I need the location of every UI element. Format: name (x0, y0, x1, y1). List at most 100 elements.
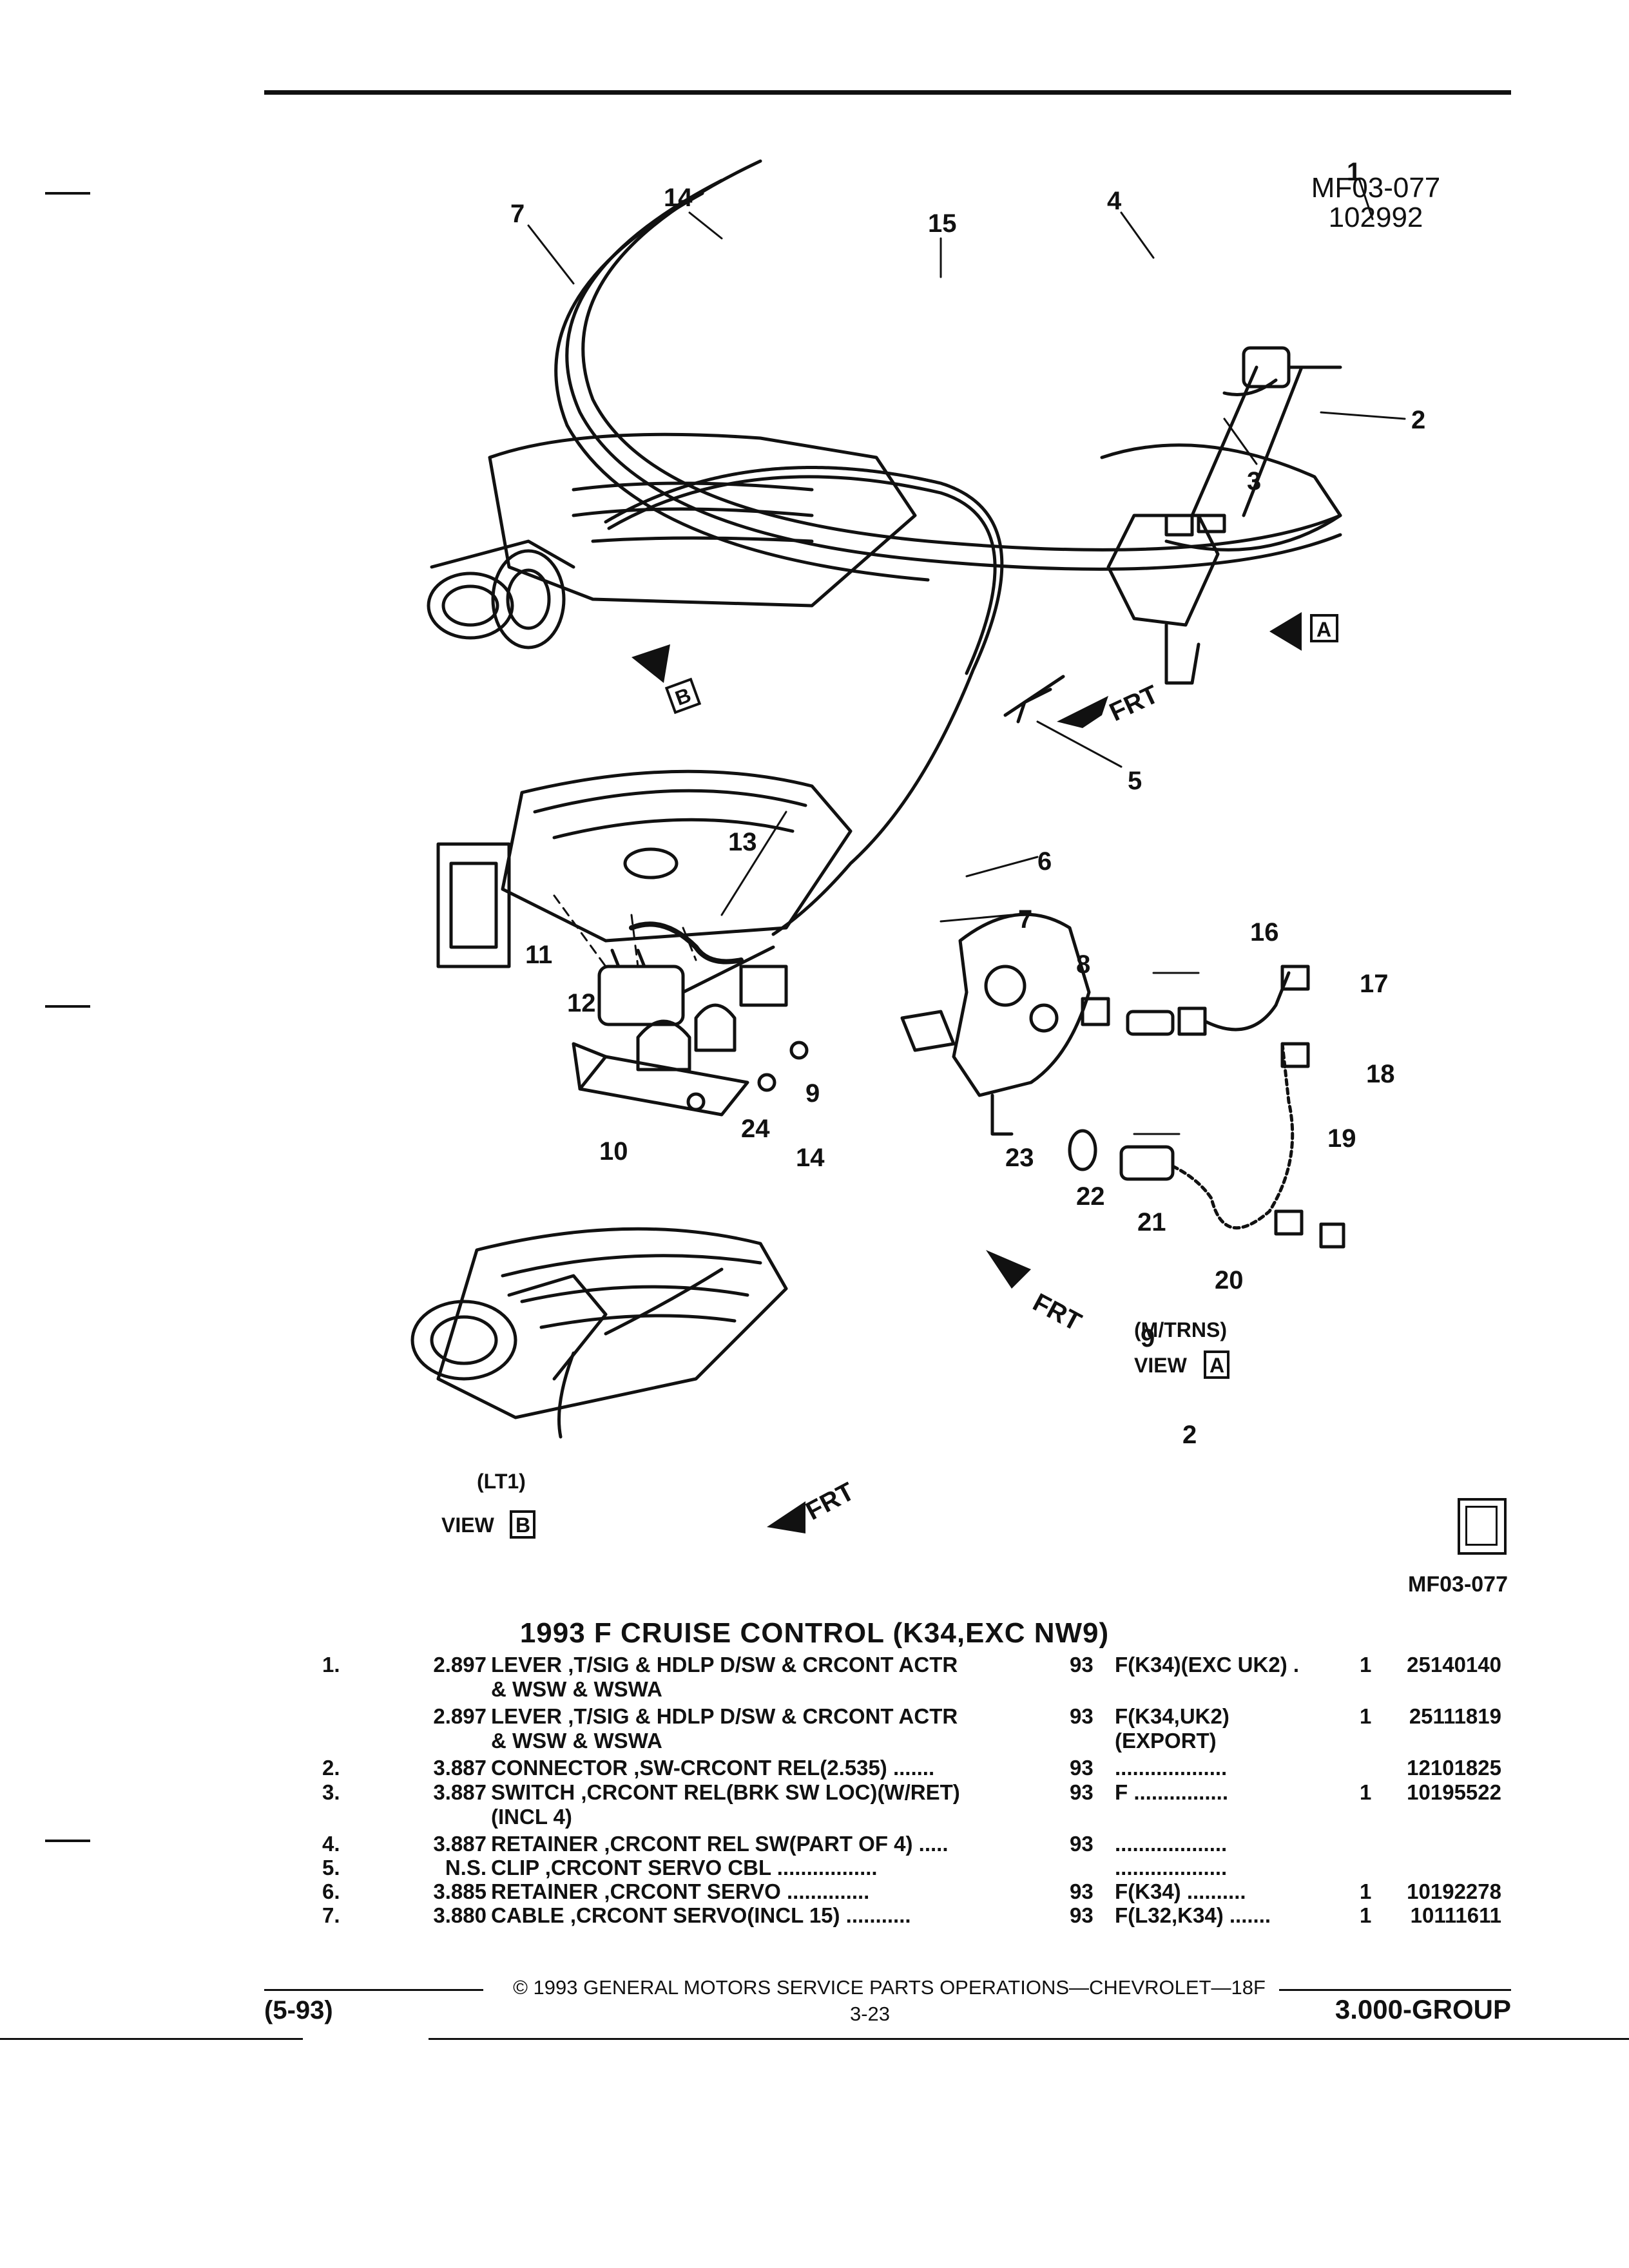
view-a-caption-letter: A (1210, 1354, 1224, 1377)
part-index: 2. (322, 1756, 340, 1780)
engine-detail (572, 507, 814, 517)
part-qty: 1 (1360, 1653, 1372, 1677)
part-group: 3.887 (433, 1832, 487, 1856)
hood-outline (565, 178, 1342, 571)
parts-diagram: FRT FRT FRT A B 1 2 3 4 5 6 7 7 8 9 10 1… (410, 158, 1425, 1539)
margin-mark (45, 1005, 90, 1008)
servo-body (597, 965, 685, 1026)
part-name: CLIP (491, 1856, 539, 1879)
servo-bracket-area (501, 769, 853, 943)
part-app-cont: (EXPORT) (1115, 1729, 1217, 1753)
leader-line (965, 856, 1039, 878)
view-b-caption-letter: B (516, 1514, 530, 1537)
part-description: LEVER ,T/SIG & HDLP D/SW & CRCONT ACTR& … (491, 1704, 1071, 1753)
part-desc: ,T/SIG & HDLP D/SW & CRCONT ACTR (562, 1653, 958, 1677)
part-group: 3.880 (433, 1903, 487, 1927)
part-year: 93 (1070, 1704, 1094, 1728)
retainer (739, 965, 788, 1007)
part-application: F(L32,K34) ....... (1115, 1903, 1271, 1927)
copyright-line: © 1993 GENERAL MOTORS SERVICE PARTS OPER… (513, 1976, 1266, 1999)
callout-23: 23 (1005, 1144, 1034, 1172)
callout-2: 2 (1411, 406, 1425, 434)
leader-line (1223, 418, 1258, 465)
callout-24: 24 (741, 1115, 770, 1143)
engine-detail (520, 1285, 749, 1303)
callout-5: 5 (1128, 767, 1142, 795)
callout-14: 14 (796, 1144, 825, 1172)
callout-19: 19 (1327, 1124, 1356, 1153)
connector (1164, 514, 1194, 537)
bolt (686, 1092, 706, 1111)
callout-2: 2 (1182, 1421, 1197, 1449)
leader-line (940, 914, 1013, 923)
part-qty: 1 (1360, 1879, 1372, 1903)
footer-rule (1279, 1989, 1511, 1991)
part-year: 93 (1070, 1780, 1094, 1804)
pedal-assembly (952, 912, 1091, 1097)
vacuum-hose (629, 921, 744, 965)
leader-line (720, 811, 787, 916)
part-description: CONNECTOR ,SW-CRCONT REL(2.535) ....... (491, 1756, 1071, 1780)
part-name: LEVER (491, 1653, 563, 1677)
callout-11: 11 (525, 941, 552, 969)
footer-date: (5-93) (264, 1996, 333, 2024)
engine-detail (533, 789, 807, 814)
pillar-line (1190, 365, 1258, 517)
callout-12: 12 (567, 989, 596, 1017)
connector (1280, 1042, 1310, 1068)
gm-spo-logo (1458, 1498, 1507, 1555)
part-number: 25140140 (1407, 1653, 1501, 1677)
figure-date: 102992 (1328, 202, 1423, 233)
part-number: 10111611 (1410, 1903, 1501, 1927)
front-arrow-icon (1057, 696, 1108, 728)
part-desc: ,CRCONT SERVO .............. (598, 1879, 870, 1903)
engine-detail (572, 481, 814, 492)
part-number: 10192278 (1407, 1879, 1501, 1903)
bolt (789, 1041, 809, 1060)
lever-wire (1222, 378, 1278, 396)
figure-id: MF03-077 (1311, 172, 1441, 204)
connector (1319, 1222, 1345, 1249)
hood-outline (581, 159, 1342, 552)
throttle-body (441, 584, 499, 627)
footer-rule (264, 1989, 483, 1991)
leader-line (1120, 211, 1155, 259)
frt-label: FRT (1028, 1288, 1086, 1336)
leader-line (1320, 411, 1406, 420)
throttle-pulley (506, 568, 551, 630)
servo-port (623, 847, 679, 879)
callout-9-text: 9 (1141, 1324, 1155, 1352)
pedal-bracket (1164, 623, 1200, 685)
view-b-caption-box (510, 1510, 535, 1539)
pedal-arm (900, 1010, 956, 1052)
part-index: 3. (322, 1780, 340, 1804)
throttle-body (507, 1274, 608, 1381)
alignment-line (553, 894, 697, 968)
callout-7: 7 (510, 200, 525, 228)
servo-bracket (578, 1055, 749, 1117)
leader-line (688, 211, 723, 240)
part-application: F(K34,UK2)(EXPORT) (1115, 1704, 1347, 1753)
part-number: 12101825 (1407, 1756, 1501, 1780)
hood-outline (554, 191, 930, 582)
callout-20: 20 (1215, 1266, 1244, 1294)
part-group: 3.885 (433, 1879, 487, 1903)
header-rule (264, 90, 1511, 95)
part-year: 93 (1070, 1903, 1094, 1927)
part-year: 93 (1070, 1832, 1094, 1856)
view-a-label: VIEW (1134, 1354, 1188, 1377)
part-year: 93 (1070, 1756, 1094, 1780)
part-index: 1. (322, 1653, 340, 1677)
part-qty: 1 (1360, 1903, 1372, 1927)
part-index: 7. (322, 1903, 340, 1927)
part-application: ................... (1115, 1832, 1228, 1856)
callout-17: 17 (1360, 970, 1389, 998)
view-a-caption: (M/TRNS) (1134, 1318, 1227, 1341)
throttle-body (430, 1315, 498, 1365)
connector (1274, 1209, 1304, 1236)
part-application: ................... (1115, 1756, 1228, 1780)
part-desc-cont: (INCL 4) (491, 1805, 572, 1829)
throttle-pulley (491, 549, 566, 649)
servo-pins (610, 948, 646, 968)
callout-6: 6 (1037, 847, 1052, 876)
